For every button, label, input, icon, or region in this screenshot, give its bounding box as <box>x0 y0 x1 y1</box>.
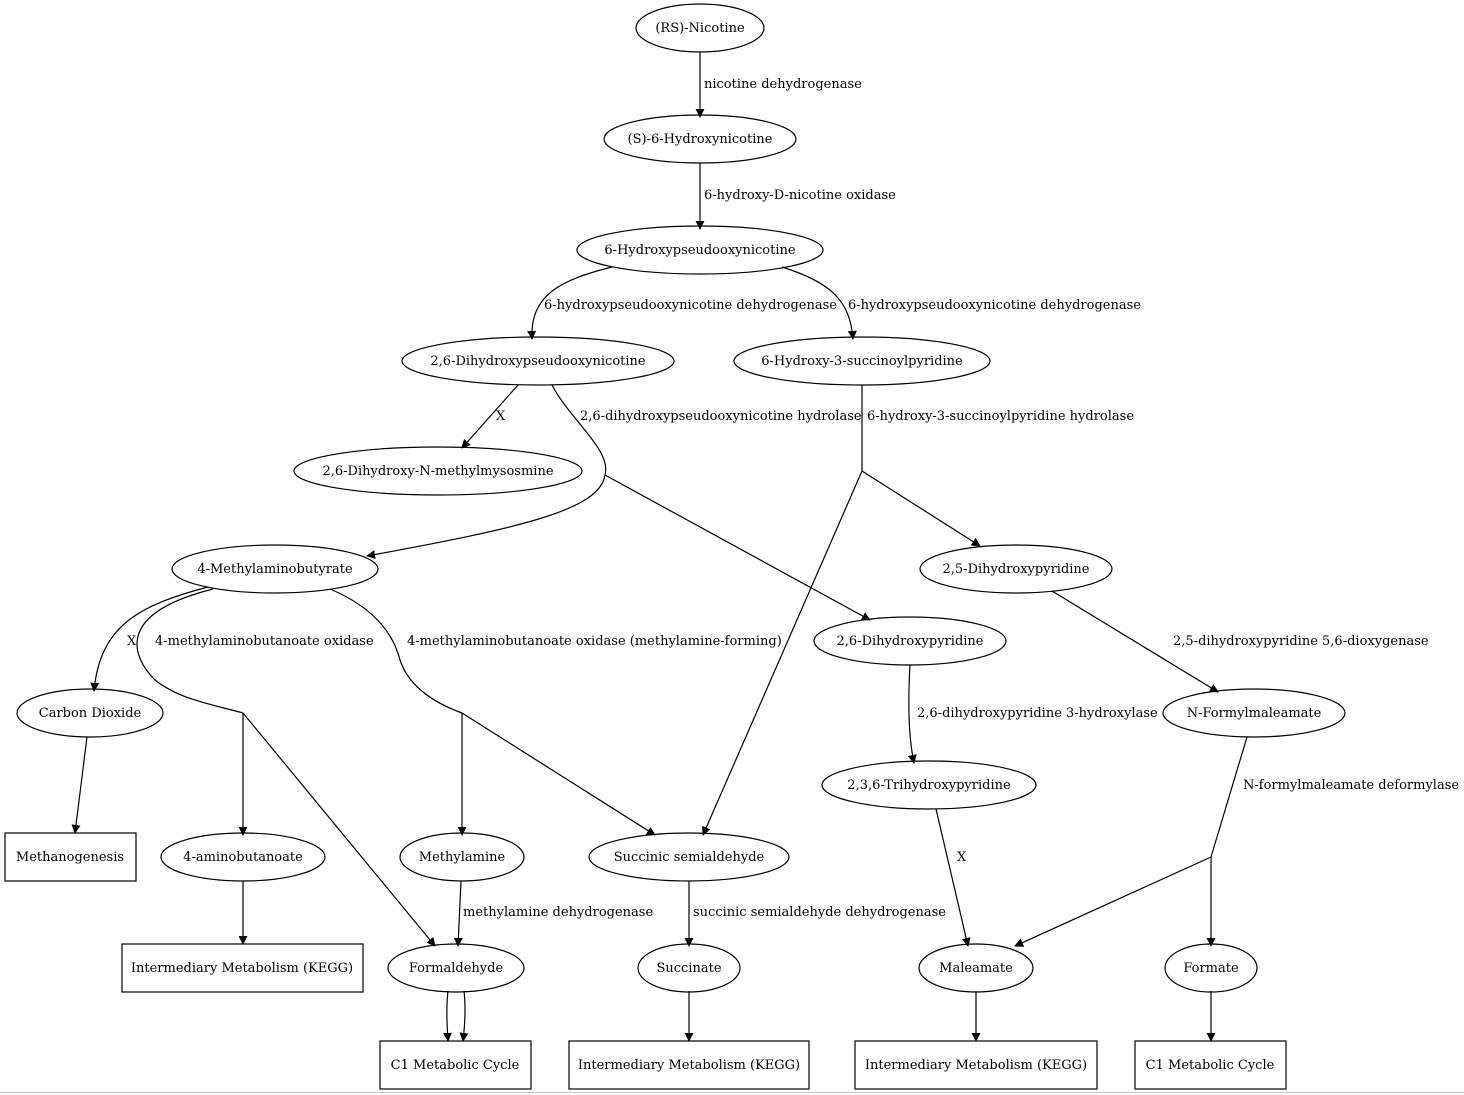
nodes: (RS)-Nicotine (S)-6-Hydroxynicotine 6-Hy… <box>4 3 1346 1090</box>
node-c1-metabolic-cycle-1: C1 Metabolic Cycle <box>379 1040 532 1090</box>
edge-25dhp-to-nfm <box>1051 590 1219 693</box>
node-label: 2,6-Dihydroxy-N-methylmysosmine <box>322 464 553 479</box>
edge-mab-oxidase-stem <box>136 588 244 714</box>
edge-label-nfm-deformylase: N-formylmaleamate deformylase <box>1243 778 1459 793</box>
node-dihydroxy-methylmysosmine: 2,6-Dihydroxy-N-methylmysosmine <box>293 446 583 496</box>
node-dihydroxypseudooxynicotine: 2,6-Dihydroxypseudooxynicotine <box>401 336 675 386</box>
edge-dhpon-to-methylaminobutyrate <box>366 474 606 559</box>
node-label: C1 Metabolic Cycle <box>1146 1058 1275 1073</box>
edge-hpon-to-dhpon <box>527 266 613 340</box>
edge-hpon-to-hsp <box>781 266 857 340</box>
node-label: 2,5-Dihydroxypyridine <box>943 562 1090 577</box>
node-label: (S)-6-Hydroxynicotine <box>628 132 773 147</box>
edge-label-dhp-dioxygenase: 2,5-dihydroxypyridine 5,6-dioxygenase <box>1173 634 1429 649</box>
node-label: Succinic semialdehyde <box>614 850 765 865</box>
node-n-formylmaleamate: N-Formylmaleamate <box>1162 688 1346 738</box>
edge-nfm-deformylase-stem <box>1210 736 1248 858</box>
node-label: Methylamine <box>419 850 506 865</box>
edge-dhpon-to-26dhp <box>604 474 871 621</box>
edge-label-x-co2: X <box>127 634 137 649</box>
node-formaldehyde: Formaldehyde <box>387 943 525 993</box>
node-label: Intermediary Metabolism (KEGG) <box>578 1058 800 1073</box>
edge-label-dhp-hydroxylase: 2,6-dihydroxypyridine 3-hydroxylase <box>917 706 1158 721</box>
node-dihydroxypyridine-26: 2,6-Dihydroxypyridine <box>813 616 1007 666</box>
edge-26dhp-to-thp <box>907 664 917 764</box>
edge-label-hsp-hydrolase: 6-hydroxy-3-succinoylpyridine hydrolase <box>867 409 1134 424</box>
node-succinate: Succinate <box>637 943 741 993</box>
edge-label-ssa-dehydrogenase: succinic semialdehyde dehydrogenase <box>693 905 946 920</box>
edges <box>71 52 1248 1042</box>
node-methylaminobutyrate: 4-Methylaminobutyrate <box>171 544 379 594</box>
edge-thp-to-maleamate <box>935 808 971 947</box>
node-c1-metabolic-cycle-2: C1 Metabolic Cycle <box>1134 1040 1287 1090</box>
edge-nfm-to-maleamate <box>1014 856 1212 947</box>
node-label: Methanogenesis <box>16 850 124 865</box>
edge-label-mab-oxidase-methylamine: 4-methylaminobutanoate oxidase (methylam… <box>407 634 782 649</box>
edge-label-methylamine-dehydrogenase: methylamine dehydrogenase <box>463 905 653 920</box>
node-rs-nicotine: (RS)-Nicotine <box>635 3 765 53</box>
edge-mab-to-formaldehyde <box>242 712 436 947</box>
node-carbon-dioxide: Carbon Dioxide <box>16 688 164 738</box>
edge-formaldehyde-to-c1-b <box>459 990 469 1042</box>
edge-label-hpon-dehydrogenase-left: 6-hydroxypseudooxynicotine dehydrogenase <box>544 298 837 313</box>
node-intermediary-metabolism-3: Intermediary Metabolism (KEGG) <box>854 1040 1098 1090</box>
node-label: Formaldehyde <box>409 961 504 976</box>
edge-mab-methylamine-stem <box>329 588 463 714</box>
edge-label-hpon-dehydrogenase-right: 6-hydroxypseudooxynicotine dehydrogenase <box>848 298 1141 313</box>
node-label: 4-aminobutanoate <box>183 850 303 865</box>
node-hydroxy-succinoylpyridine: 6-Hydroxy-3-succinoylpyridine <box>733 336 991 386</box>
edge-dhpon-hydrolase-stem <box>551 384 607 476</box>
edge-mab-to-co2 <box>90 586 209 692</box>
node-label: 6-Hydroxy-3-succinoylpyridine <box>761 354 963 369</box>
node-label: Succinate <box>656 961 721 976</box>
edge-methylamine-to-formaldehyde <box>453 880 463 947</box>
edge-label-mab-oxidase: 4-methylaminobutanoate oxidase <box>155 634 374 649</box>
bottom-divider <box>0 1092 1464 1093</box>
node-intermediary-metabolism-2: Intermediary Metabolism (KEGG) <box>568 1040 810 1090</box>
edge-labels: nicotine dehydrogenase 6-hydroxy-D-nicot… <box>127 77 1459 920</box>
edge-dhpon-to-mysosmine <box>461 384 519 449</box>
node-intermediary-metabolism-1: Intermediary Metabolism (KEGG) <box>121 943 364 993</box>
node-aminobutanoate: 4-aminobutanoate <box>160 832 326 882</box>
edge-mab-to-ssa <box>461 712 656 836</box>
node-dihydroxypyridine-25: 2,5-Dihydroxypyridine <box>919 544 1113 594</box>
edge-label-x-maleamate: X <box>957 850 967 865</box>
edge-label-x-mysosmine: X <box>496 409 506 424</box>
edge-label-nicotine-dehydrogenase: nicotine dehydrogenase <box>704 77 862 92</box>
node-trihydroxypyridine: 2,3,6-Trihydroxypyridine <box>821 760 1037 810</box>
node-hydroxypseudooxynicotine: 6-Hydroxypseudooxynicotine <box>576 225 824 275</box>
node-s-6-hydroxynicotine: (S)-6-Hydroxynicotine <box>603 114 797 164</box>
edge-hsp-to-25dhp <box>861 470 981 547</box>
node-succinic-semialdehyde: Succinic semialdehyde <box>588 832 790 882</box>
edge-co2-to-methanogenesis <box>71 736 88 834</box>
node-label: 4-Methylaminobutyrate <box>197 562 353 577</box>
node-label: N-Formylmaleamate <box>1187 706 1322 721</box>
node-formate: Formate <box>1164 943 1258 993</box>
edge-label-dhpon-hydrolase: 2,6-dihydroxypseudooxynicotine hydrolase <box>580 409 862 424</box>
node-label: 2,3,6-Trihydroxypyridine <box>847 778 1011 793</box>
node-label: 2,6-Dihydroxypyridine <box>837 634 984 649</box>
node-maleamate: Maleamate <box>918 943 1034 993</box>
edge-label-hydroxy-d-nicotine-oxidase: 6-hydroxy-D-nicotine oxidase <box>704 188 896 203</box>
node-label: Formate <box>1183 961 1239 976</box>
node-label: C1 Metabolic Cycle <box>391 1058 520 1073</box>
node-methanogenesis: Methanogenesis <box>4 832 137 882</box>
node-label: (RS)-Nicotine <box>655 21 745 36</box>
node-methylamine: Methylamine <box>399 832 525 882</box>
edge-formaldehyde-to-c1-a <box>443 990 453 1042</box>
node-label: 2,6-Dihydroxypseudooxynicotine <box>430 354 646 369</box>
edge-hsp-to-ssa <box>702 470 863 836</box>
node-label: 6-Hydroxypseudooxynicotine <box>604 243 795 258</box>
node-label: Carbon Dioxide <box>39 706 142 721</box>
node-label: Intermediary Metabolism (KEGG) <box>131 961 353 976</box>
node-label: Maleamate <box>939 961 1013 976</box>
node-label: Intermediary Metabolism (KEGG) <box>865 1058 1087 1073</box>
